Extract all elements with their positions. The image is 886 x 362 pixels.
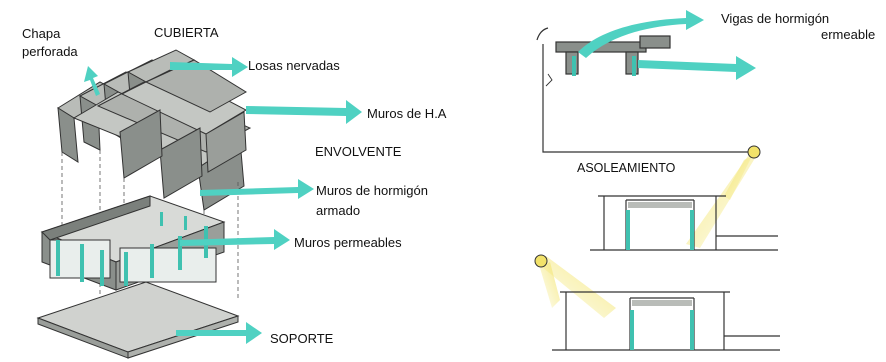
label-envolvente: ENVOLVENTE (315, 144, 402, 159)
ground-slab (36, 281, 240, 359)
arrow-muros-ha (246, 100, 362, 124)
label-chapa-perforada: Chapa perforada (22, 26, 78, 60)
arrow-losas (170, 57, 248, 77)
label-muros-hormigon-armado: Muros de hormigón armado (316, 183, 428, 219)
label-permeable-partial: ermeable (821, 27, 876, 42)
label-cubierta: CUBIERTA (154, 25, 219, 40)
section-detail (536, 27, 752, 153)
annotation-arrows (84, 57, 362, 344)
label-vigas-hormigon: Vigas de hormigón (721, 11, 830, 26)
roof-ribbed-slabs (57, 49, 252, 211)
sun-study-top (590, 145, 778, 251)
label-muros-permeables: Muros permeables (294, 235, 402, 250)
arrow-soporte (176, 322, 262, 344)
arrow-permeable (638, 56, 756, 80)
section-arrows (578, 10, 756, 80)
axonometric-drawing (36, 49, 252, 359)
arrow-vigas (578, 10, 704, 58)
arrow-muros-hormigon (200, 179, 314, 199)
sun-icon (747, 145, 761, 159)
label-chapa-line1: Chapa (22, 26, 61, 41)
label-chapa-line2: perforada (22, 44, 78, 59)
sun-icon (534, 254, 548, 268)
arrow-muros-permeables (180, 229, 290, 250)
label-losas-nervadas: Losas nervadas (248, 58, 340, 73)
label-muros-hormigon-line1: Muros de hormigón (316, 183, 428, 198)
label-muros-hormigon-line2: armado (316, 203, 361, 218)
label-soporte: SOPORTE (270, 331, 334, 346)
label-asoleamiento: ASOLEAMIENTO (577, 161, 676, 175)
label-muros-ha: Muros de H.A (367, 106, 447, 121)
sun-study-bottom (534, 254, 780, 351)
concrete-walls-box (40, 195, 226, 291)
arrow-chapa (84, 66, 100, 96)
